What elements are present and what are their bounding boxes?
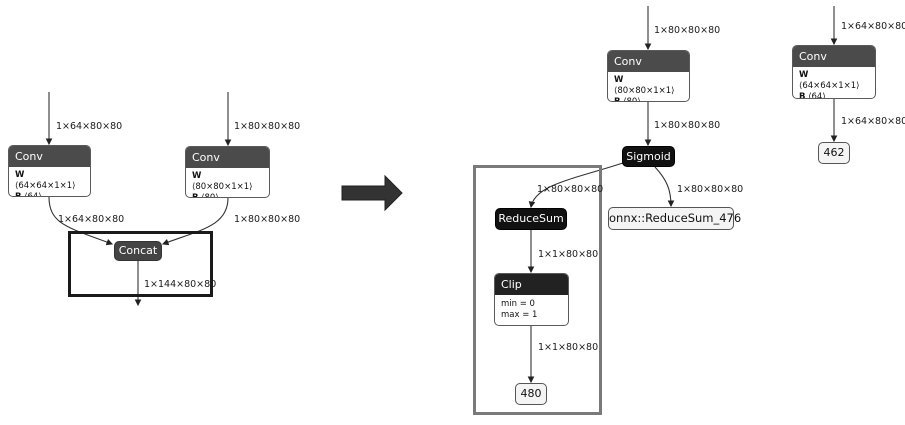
output-node[interactable]: 462: [818, 142, 850, 164]
attr-key: W: [192, 171, 202, 181]
edge-label: 1×80×80×80: [677, 184, 744, 195]
output-node[interactable]: onnx::ReduceSum_476: [608, 207, 741, 230]
edge-label: 1×64×80×80: [58, 214, 125, 225]
attr-value: ⟨80⟩: [623, 97, 641, 102]
edge-label: 1×144×80×80: [144, 279, 217, 290]
edge-conv2-concat: [161, 197, 229, 246]
conv-node[interactable]: Conv W ⟨64×64×1×1⟩ B ⟨64⟩: [8, 145, 91, 197]
right-arrow-icon: [341, 174, 403, 212]
conv-node[interactable]: Conv W ⟨80×80×1×1⟩ B ⟨80⟩: [607, 50, 690, 102]
attr-max: max = 1: [501, 310, 538, 320]
attr-value: ⟨80⟩: [201, 193, 219, 198]
edge-label: 1×80×80×80: [234, 121, 301, 132]
edge-sigmoid-reducesum: [528, 162, 624, 209]
edge-label: 1×64×80×80: [841, 116, 905, 127]
conv-node[interactable]: Conv W ⟨80×80×1×1⟩ B ⟨80⟩: [185, 146, 270, 198]
attr-value: ⟨64×64×1×1⟩: [799, 81, 860, 91]
edge-sigmoid-output: [654, 166, 675, 208]
attr-key: B: [192, 193, 199, 198]
edge-label: 1×80×80×80: [654, 120, 721, 131]
edge-label: 1×80×80×80: [234, 214, 301, 225]
highlight-frame: [473, 165, 602, 415]
attr-value: ⟨80×80×1×1⟩: [192, 182, 253, 192]
edge-label: 1×64×80×80: [56, 121, 123, 132]
output-node[interactable]: 480: [515, 383, 547, 405]
clip-node[interactable]: Clip min = 0 max = 1: [494, 273, 569, 326]
attr-key: B: [15, 192, 22, 197]
attr-key: W: [15, 170, 25, 180]
node-title: Conv: [608, 51, 689, 72]
attr-key: B: [799, 92, 806, 99]
edge-label: 1×1×80×80: [538, 342, 599, 353]
node-title: Conv: [793, 46, 875, 67]
attr-key: W: [799, 70, 809, 80]
attr-value: ⟨80×80×1×1⟩: [614, 86, 675, 96]
attr-value: ⟨64×64×1×1⟩: [15, 181, 76, 191]
attr-value: ⟨64⟩: [808, 92, 826, 99]
conv-node[interactable]: Conv W ⟨64×64×1×1⟩ B ⟨64⟩: [792, 45, 876, 99]
attr-min: min = 0: [501, 299, 535, 309]
concat-node[interactable]: Concat: [114, 241, 162, 261]
highlight-frame: [68, 231, 213, 297]
edge-label: 1×80×80×80: [537, 184, 604, 195]
node-title: Conv: [9, 146, 90, 167]
node-title: Clip: [495, 274, 568, 295]
attr-value: ⟨64⟩: [24, 192, 42, 197]
edge-label: 1×64×80×80: [841, 21, 905, 32]
edge-label: 1×1×80×80: [538, 249, 599, 260]
edge-label: 1×80×80×80: [654, 25, 721, 36]
reducesum-node[interactable]: ReduceSum: [495, 208, 567, 230]
edge-conv1-concat: [48, 196, 114, 246]
attr-key: W: [614, 75, 624, 85]
sigmoid-node[interactable]: Sigmoid: [622, 146, 675, 167]
attr-key: B: [614, 97, 621, 102]
node-title: Conv: [186, 147, 269, 168]
